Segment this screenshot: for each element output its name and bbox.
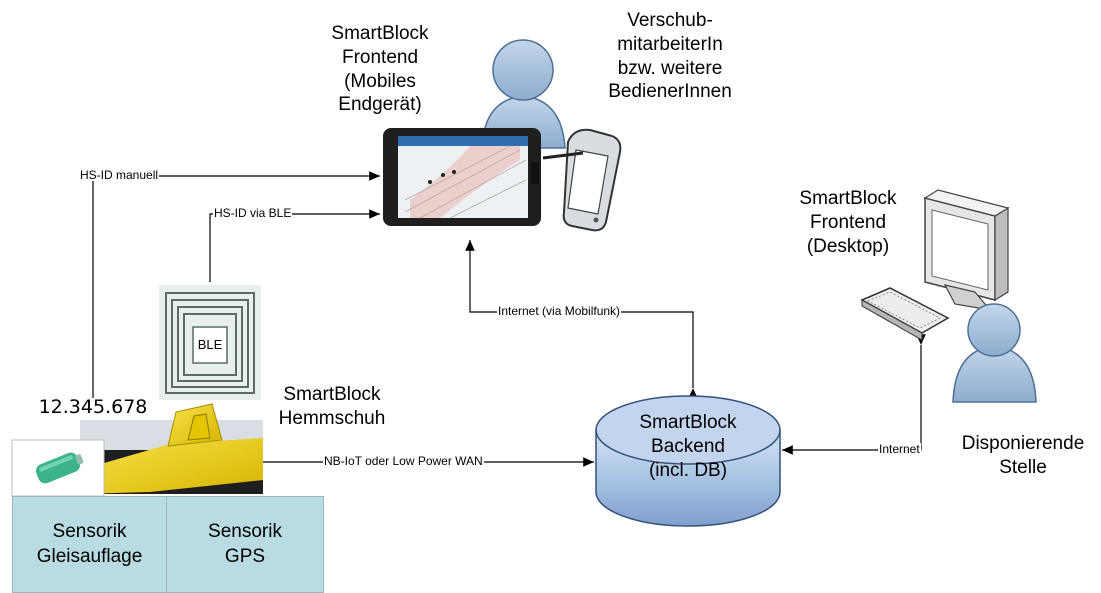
edge-internet <box>782 334 926 455</box>
shunting-staff-line-2: mitarbeiterIn <box>617 33 723 55</box>
edge-label-hs-id-ble: HS-ID via BLE <box>213 206 293 220</box>
backend-database-icon <box>595 395 781 527</box>
handheld-tablet-icon <box>542 128 622 232</box>
dispatcher-label: Disponierende Stelle <box>948 432 1098 480</box>
sensor-track-line-2: Gleisauflage <box>36 545 143 567</box>
sensor-gps-box: Sensorik GPS <box>166 496 324 593</box>
edge-label-hs-id-manual: HS-ID manuell <box>79 168 160 182</box>
edge-label-nb-iot: NB-IoT oder Low Power WAN <box>323 454 484 468</box>
tablet-icon <box>383 128 541 226</box>
desktop-frontend-line-1: SmartBlock <box>799 188 897 209</box>
edge-label-internet-mobile: Internet (via Mobilfunk) <box>497 304 622 318</box>
shunting-staff-line-1: Verschub- <box>627 10 713 31</box>
hemmschuh-line-1: SmartBlock <box>283 384 381 405</box>
dispatcher-line-1: Disponierende <box>961 433 1085 454</box>
dispatcher-line-2: Stelle <box>999 456 1047 478</box>
mobile-frontend-label: SmartBlock Frontend (Mobiles Endgerät) <box>300 22 460 117</box>
edge-label-internet: Internet <box>878 442 921 456</box>
shunting-staff-line-3: bzw. weitere <box>617 57 723 79</box>
backend-line-3: (incl. DB) <box>648 459 728 481</box>
mobile-frontend-line-2: Frontend <box>341 46 419 68</box>
backend-line-1: SmartBlock <box>639 412 737 433</box>
backend-line-2: Backend <box>651 435 725 457</box>
ble-label: BLE <box>197 337 223 352</box>
desktop-frontend-line-3: (Desktop) <box>806 235 890 257</box>
desktop-frontend-line-2: Frontend <box>809 211 887 233</box>
desktop-computer-icon <box>860 189 1010 341</box>
sensor-gps-line-2: GPS <box>224 545 266 567</box>
person-icon-dispatcher <box>952 303 1037 403</box>
mobile-frontend-line-1: SmartBlock <box>331 23 429 44</box>
sensor-track-line-1: Sensorik <box>52 520 127 542</box>
mobile-frontend-line-4: Endgerät) <box>338 94 422 116</box>
hemmschuh-line-2: Hemmschuh <box>278 407 386 429</box>
hemmschuh-label: SmartBlock Hemmschuh <box>262 383 402 431</box>
sensor-gps-line-1: Sensorik <box>208 520 282 542</box>
ble-tag-icon <box>159 285 261 400</box>
battery-photo <box>11 439 105 497</box>
hs-id-number: 12.345.678 <box>38 396 148 418</box>
backend-label: SmartBlock Backend (incl. DB) <box>613 411 763 482</box>
edge-hs-id-ble <box>209 209 380 282</box>
desktop-frontend-label: SmartBlock Frontend (Desktop) <box>778 187 918 258</box>
hemmschuh-photo <box>80 403 263 494</box>
shunting-staff-line-4: BedienerInnen <box>608 81 732 103</box>
mobile-frontend-line-3: (Mobiles <box>344 70 416 92</box>
shunting-staff-label: Verschub- mitarbeiterIn bzw. weitere Bed… <box>580 9 760 104</box>
sensor-track-box: Sensorik Gleisauflage <box>12 496 167 593</box>
